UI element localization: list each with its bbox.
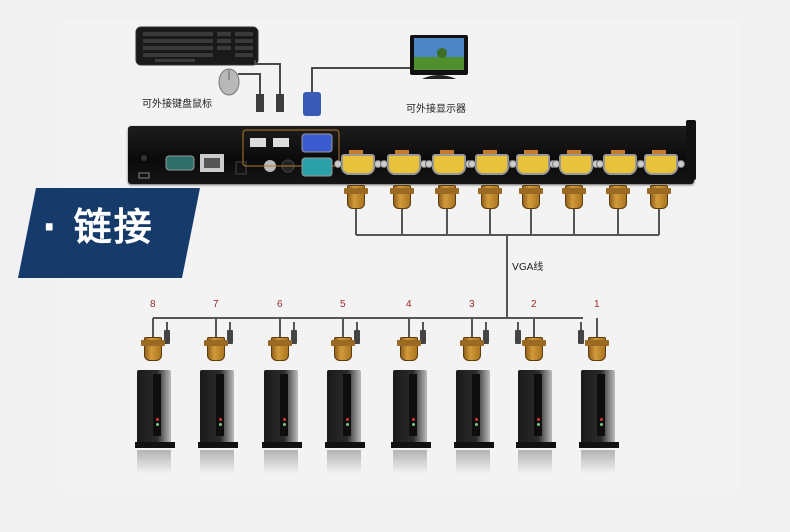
computer-number: 5 xyxy=(340,299,346,310)
monitor-label: 可外接显示器 xyxy=(406,104,466,115)
computer-number: 2 xyxy=(531,299,537,310)
kvm-console-ports xyxy=(138,129,340,179)
usb-plug-icon xyxy=(515,330,521,344)
computer-number: 7 xyxy=(213,299,219,310)
vga-plug-icon xyxy=(522,337,546,361)
computer-tower-icon xyxy=(579,370,619,448)
port-tag xyxy=(440,150,454,154)
port-tag xyxy=(611,150,625,154)
vga-plug-icon xyxy=(519,185,543,209)
vga-plug-icon xyxy=(606,185,630,209)
computer-reflection xyxy=(581,450,615,474)
keyboard-mouse-label: 可外接键盘鼠标 xyxy=(142,99,212,110)
banner-title-text: 链接 xyxy=(73,205,154,249)
vga-plug-icon xyxy=(585,337,609,361)
computer-number: 8 xyxy=(150,299,156,310)
port-screw xyxy=(425,160,433,168)
computer-number: 3 xyxy=(469,299,475,310)
vga-cable-label: VGA线 xyxy=(512,262,544,273)
port-screw xyxy=(637,160,645,168)
vga-monitor-cable xyxy=(303,67,410,116)
port-tag xyxy=(349,150,363,154)
computer-number: 4 xyxy=(406,299,412,310)
computer-tower-icon xyxy=(325,370,365,448)
vga-plug-icon xyxy=(268,337,292,361)
port-screw xyxy=(552,160,560,168)
usb-plug-icon xyxy=(291,330,297,344)
usb-plug-icon xyxy=(483,330,489,344)
vga-plug-icon xyxy=(331,337,355,361)
mouse-icon xyxy=(218,68,240,96)
port-screw xyxy=(596,160,604,168)
port-screw xyxy=(468,160,476,168)
monitor-icon xyxy=(410,35,468,79)
banner-shape xyxy=(18,188,200,278)
computer-reflection xyxy=(393,450,427,474)
banner-title: · 链接 xyxy=(42,196,154,251)
port-screw xyxy=(677,160,685,168)
computer-reflection xyxy=(327,450,361,474)
computer-reflection xyxy=(264,450,298,474)
computer-tower-icon xyxy=(198,370,238,448)
port-tag xyxy=(524,150,538,154)
vga-plug-icon xyxy=(478,185,502,209)
computer-reflection xyxy=(137,450,171,474)
computer-tower-icon xyxy=(454,370,494,448)
port-tag xyxy=(652,150,666,154)
computer-tower-icon xyxy=(135,370,175,448)
vga-plug-icon xyxy=(204,337,228,361)
computer-number: 6 xyxy=(277,299,283,310)
port-screw xyxy=(334,160,342,168)
vga-plug-icon xyxy=(435,185,459,209)
port-tag xyxy=(483,150,497,154)
vga-plug-icon xyxy=(390,185,414,209)
keyboard-icon xyxy=(135,26,259,66)
usb-cables xyxy=(238,60,284,112)
vga-plug-icon xyxy=(562,185,586,209)
port-tag xyxy=(567,150,581,154)
computer-reflection xyxy=(200,450,234,474)
port-tag xyxy=(395,150,409,154)
usb-plug-icon xyxy=(227,330,233,344)
kvm-switch-end xyxy=(686,120,696,180)
computer-reflection xyxy=(518,450,552,474)
vga-plug-icon xyxy=(141,337,165,361)
computer-tower-icon xyxy=(391,370,431,448)
banner-bullet: · xyxy=(42,205,59,249)
usb-plug-icon xyxy=(578,330,584,344)
usb-plug-icon xyxy=(164,330,170,344)
port-screw xyxy=(380,160,388,168)
vga-plug-icon xyxy=(397,337,421,361)
computer-number: 1 xyxy=(594,299,600,310)
computer-reflection xyxy=(456,450,490,474)
usb-plug-icon xyxy=(354,330,360,344)
computer-tower-icon xyxy=(262,370,302,448)
vga-plug-icon xyxy=(460,337,484,361)
port-screw xyxy=(509,160,517,168)
computer-tower-icon xyxy=(516,370,556,448)
vga-plug-icon xyxy=(647,185,671,209)
vga-plug-icon xyxy=(344,185,368,209)
usb-plug-icon xyxy=(420,330,426,344)
